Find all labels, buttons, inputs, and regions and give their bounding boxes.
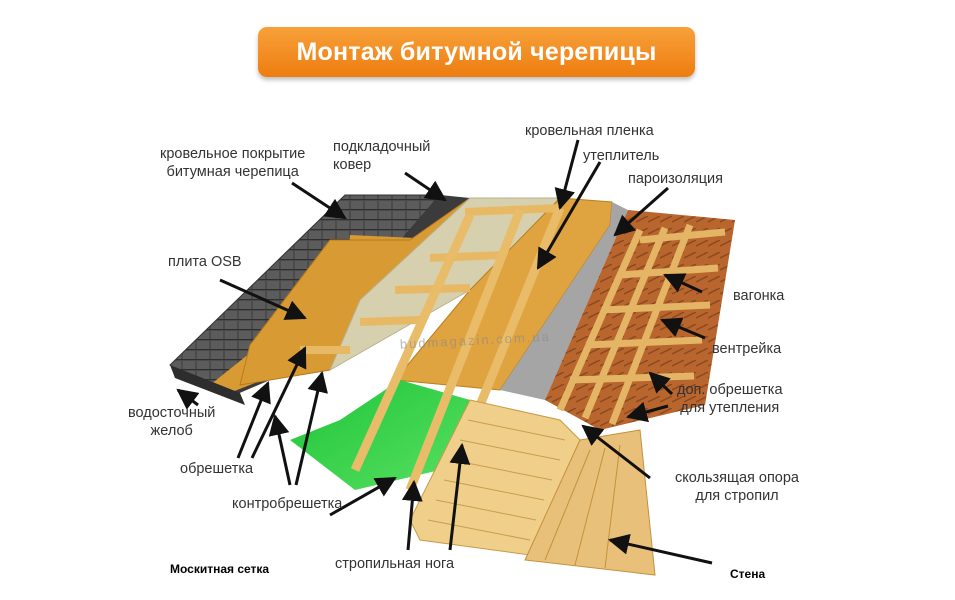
arrow-wall — [607, 533, 713, 565]
arrow-insulation — [536, 161, 602, 270]
label-roof-film: кровельная пленка — [525, 123, 654, 139]
label-mosquito-net: Москитная сетка — [170, 562, 270, 576]
arrow-underlay — [404, 171, 447, 202]
arrows — [176, 139, 713, 565]
arrow-osb — [219, 278, 307, 320]
vapor-barrier-layer — [500, 202, 628, 400]
arrow-batten-2 — [250, 346, 307, 459]
counter-batten-rafters — [350, 206, 565, 492]
extra-batten-grid — [556, 223, 726, 426]
label-vent: вентрейка — [712, 341, 782, 357]
arrow-extra-batten-2 — [625, 401, 669, 423]
arrow-counter-batten-1 — [268, 413, 292, 486]
arrow-rafter-2 — [448, 442, 471, 551]
label-underlay: подкладочный ковер — [333, 139, 431, 173]
page-title: Монтаж битумной черепицы — [258, 27, 695, 77]
arrow-roof-film — [554, 139, 580, 211]
arrow-gutter — [176, 388, 200, 410]
label-osb: плита OSB — [168, 254, 242, 270]
label-wall: Стена — [730, 567, 766, 581]
label-lining: вагонка — [733, 288, 785, 304]
arrow-vapor — [613, 186, 669, 237]
gutter — [170, 365, 245, 405]
label-extra-batten: доп. обрешетка для утепления — [677, 382, 783, 416]
label-sliding-support: скользящая опора для стропил — [675, 470, 800, 504]
arrow-batten-1 — [236, 381, 271, 459]
arrow-sliding-support — [581, 424, 651, 480]
label-gutter: водосточный желоб — [128, 405, 216, 439]
label-rafter: стропильная нога — [335, 556, 455, 572]
label-counter-batten: контробрешетка — [232, 496, 343, 512]
arrow-rafter-1 — [401, 479, 423, 551]
wall-lines — [544, 444, 621, 569]
arrow-mosquito — [329, 476, 397, 517]
label-insulation: утеплитель — [583, 148, 660, 164]
arrow-extra-batten-1 — [648, 371, 674, 396]
label-batten: обрешетка — [180, 461, 254, 477]
arrow-counter-batten-2 — [294, 370, 328, 486]
arrow-vent — [660, 317, 706, 340]
arrow-roof-covering — [291, 181, 347, 220]
arrow-lining — [663, 273, 703, 294]
label-vapor-barrier: пароизоляция — [628, 171, 723, 187]
label-roof-covering: кровельное покрытие битумная черепица — [160, 146, 306, 180]
